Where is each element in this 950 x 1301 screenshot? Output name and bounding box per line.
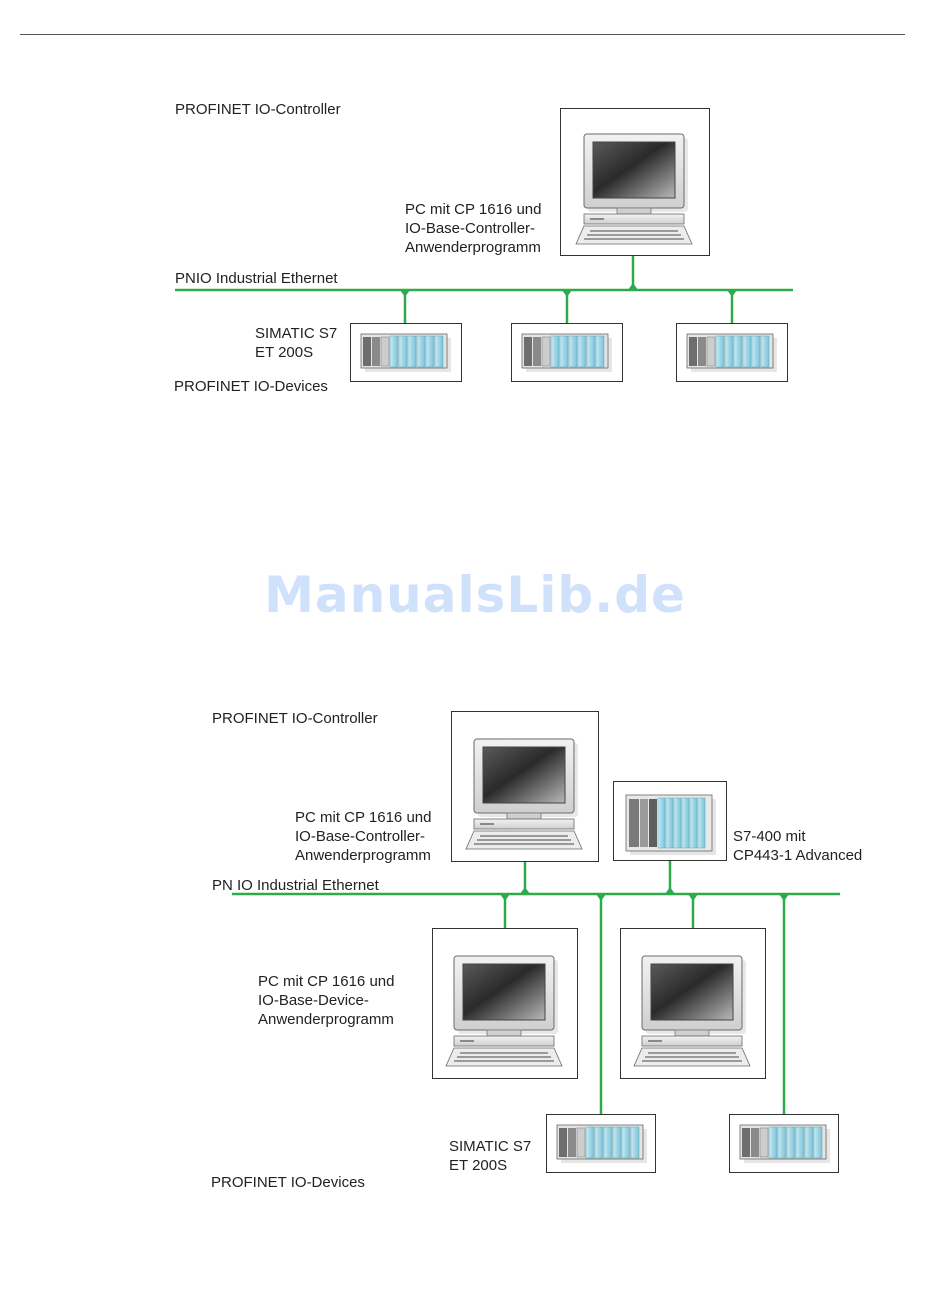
et200s-icon-5 [739, 1124, 831, 1164]
et200s-icon-4 [556, 1124, 648, 1164]
watermark: ManualsLib.de [264, 566, 686, 624]
bus-label-2: PN IO Industrial Ethernet [212, 877, 379, 894]
pc-controller-caption: PC mit CP 1616 und IO-Base-Controller- A… [295, 809, 432, 864]
bus-label: PNIO Industrial Ethernet [175, 270, 338, 287]
controller-title-2: PROFINET IO-Controller [212, 710, 378, 727]
pc-icon-4 [633, 955, 751, 1067]
pc-device-caption: PC mit CP 1616 und IO-Base-Device- Anwen… [258, 973, 395, 1028]
et200s-icon-2 [521, 333, 613, 373]
pc-icon-2 [465, 738, 583, 850]
device-caption: SIMATIC S7 ET 200S [255, 325, 338, 361]
pc-icon-3 [445, 955, 563, 1067]
et200s-icon-1 [360, 333, 452, 373]
s7-400-icon [625, 794, 717, 856]
pc-caption: PC mit CP 1616 und IO-Base-Controller- A… [405, 201, 542, 256]
device-caption-2: SIMATIC S7 ET 200S [449, 1138, 532, 1174]
s7-400-caption: S7-400 mit CP443-1 Advanced [733, 828, 863, 864]
top-rule [20, 34, 905, 35]
devices-title: PROFINET IO-Devices [174, 378, 328, 395]
devices-title-2: PROFINET IO-Devices [211, 1174, 365, 1191]
pc-icon-1 [575, 133, 693, 245]
et200s-icon-3 [686, 333, 778, 373]
controller-title: PROFINET IO-Controller [175, 101, 341, 118]
bus-line-1 [175, 256, 793, 323]
